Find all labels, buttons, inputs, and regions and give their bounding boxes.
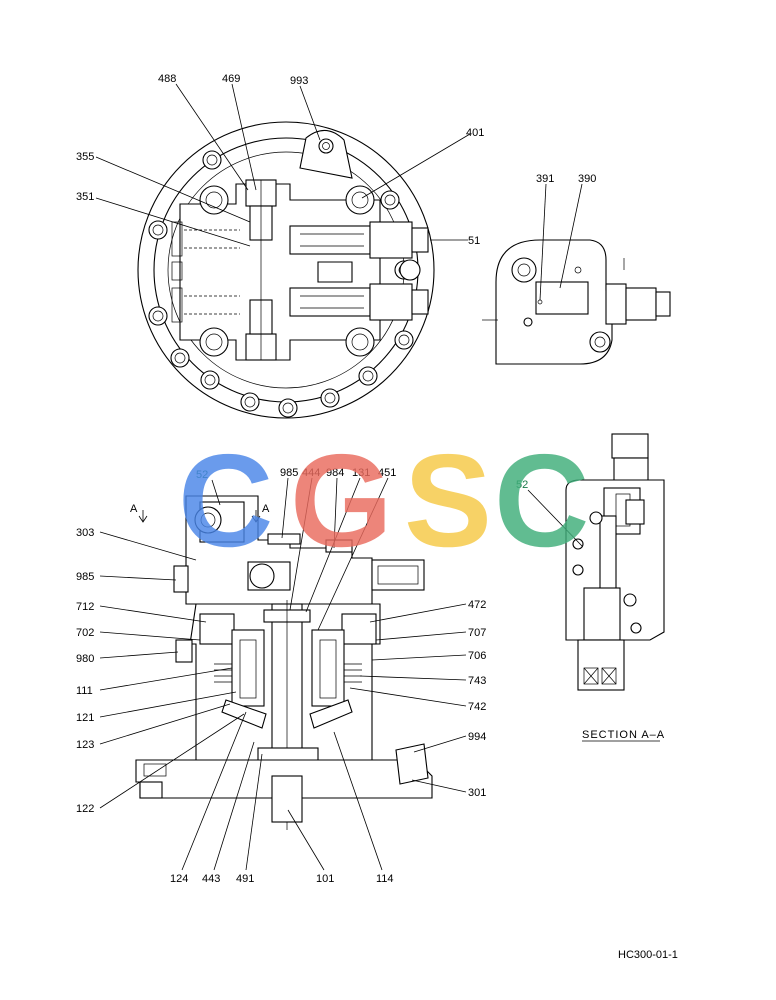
label-124: 124 [170,873,188,885]
label-706: 706 [468,650,486,662]
label-121: 121 [76,712,94,724]
label-702: 702 [76,627,94,639]
label-123: 123 [76,739,94,751]
top-view-motor [137,121,435,419]
watermark-letter-c1: C [178,427,273,574]
section-aa-view [565,433,665,691]
label-712: 712 [76,601,94,613]
cgsc-watermark-logo: C G S C [178,427,589,574]
label-444: 444 [302,467,320,479]
drawing-number: HC300-01-1 [618,949,678,961]
label-980: 980 [76,653,94,665]
section-mark-left: A [130,503,138,515]
label-743: 743 [468,675,486,687]
watermark-letter-s: S [404,427,492,574]
part-number-labels: 488 469 993 355 351 401 51 391 390 52 98… [76,73,678,961]
label-51: 51 [468,235,480,247]
label-707: 707 [468,627,486,639]
label-994: 994 [468,731,486,743]
label-742: 742 [468,701,486,713]
label-52-section-aa: 52 [516,479,528,491]
label-111: 111 [76,685,93,697]
section-aa-caption: SECTION A–A [582,729,665,741]
label-469: 469 [222,73,240,85]
label-993: 993 [290,75,308,87]
watermark-letter-c2: C [494,427,589,574]
label-985-top: 985 [280,467,298,479]
label-303: 303 [76,527,94,539]
label-984: 984 [326,467,344,479]
label-101: 101 [316,873,334,885]
label-491: 491 [236,873,254,885]
watermark-letter-g: G [290,427,393,574]
label-472: 472 [468,599,486,611]
label-114: 114 [376,873,394,885]
label-451: 451 [378,467,396,479]
section-view-motor [135,495,433,830]
section-mark-right: A [262,503,270,515]
label-401: 401 [466,127,484,139]
label-301: 301 [468,787,486,799]
label-351: 351 [76,191,94,203]
label-52: 52 [196,469,208,481]
label-390: 390 [578,173,596,185]
flange-bolt-holes [148,150,414,418]
label-131: 131 [352,467,370,479]
leader-lines [95,83,583,871]
label-355: 355 [76,151,94,163]
label-391: 391 [536,173,554,185]
label-443: 443 [202,873,220,885]
label-985: 985 [76,571,94,583]
label-122: 122 [76,803,94,815]
label-488: 488 [158,73,176,85]
detail-view-valve-block [482,239,671,365]
